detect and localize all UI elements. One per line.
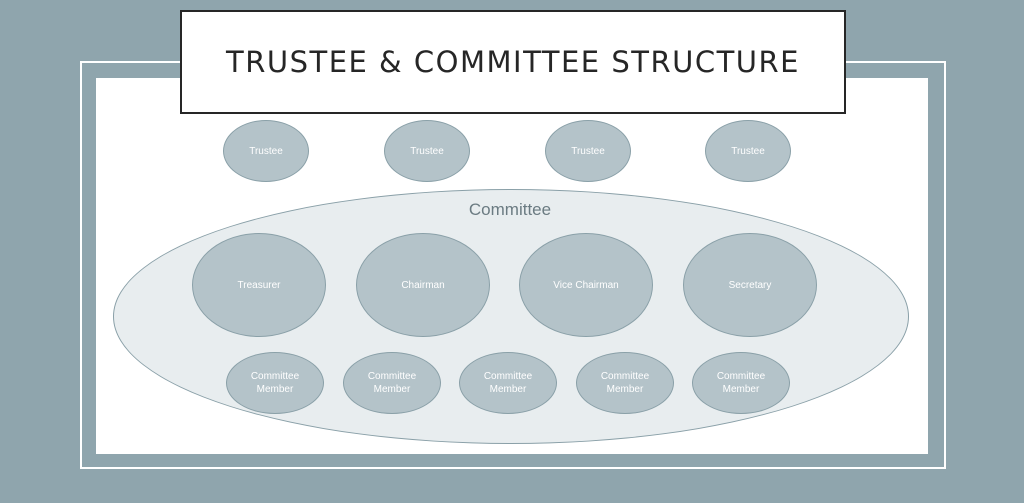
title-box: TRUSTEE & COMMITTEE STRUCTURE — [180, 10, 846, 114]
trustee-label: Trustee — [571, 145, 605, 157]
member-node-5: Committee Member — [692, 352, 790, 414]
member-label-line1: Committee — [483, 371, 533, 382]
officer-label: Secretary — [728, 279, 772, 291]
trustee-node-3: Trustee — [545, 120, 631, 182]
trustee-node-1: Trustee — [223, 120, 309, 182]
member-label-line1: Committee — [250, 371, 300, 382]
trustee-node-4: Trustee — [705, 120, 791, 182]
member-label: Committee Member — [601, 370, 649, 396]
member-label-line2: Member — [489, 384, 527, 395]
member-node-4: Committee Member — [576, 352, 674, 414]
member-label-line1: Committee — [367, 371, 417, 382]
committee-label: Committee — [468, 200, 552, 219]
member-label-line2: Member — [606, 384, 644, 395]
officer-label: Chairman — [401, 279, 445, 291]
page-title: TRUSTEE & COMMITTEE STRUCTURE — [225, 45, 801, 79]
officer-node-secretary: Secretary — [683, 233, 817, 337]
officer-node-treasurer: Treasurer — [192, 233, 326, 337]
officer-label: Vice Chairman — [553, 279, 619, 291]
member-node-2: Committee Member — [343, 352, 441, 414]
trustee-label: Trustee — [731, 145, 765, 157]
trustee-node-2: Trustee — [384, 120, 470, 182]
member-node-3: Committee Member — [459, 352, 557, 414]
member-label: Committee Member — [251, 370, 299, 396]
officer-node-vice-chairman: Vice Chairman — [519, 233, 653, 337]
member-label: Committee Member — [717, 370, 765, 396]
member-label-line1: Committee — [600, 371, 650, 382]
member-label-line2: Member — [256, 384, 294, 395]
member-label: Committee Member — [484, 370, 532, 396]
member-label-line2: Member — [373, 384, 411, 395]
member-label-line2: Member — [722, 384, 760, 395]
officer-node-chairman: Chairman — [356, 233, 490, 337]
member-label-line1: Committee — [716, 371, 766, 382]
member-label: Committee Member — [368, 370, 416, 396]
member-node-1: Committee Member — [226, 352, 324, 414]
trustee-label: Trustee — [249, 145, 283, 157]
officer-label: Treasurer — [237, 279, 281, 291]
trustee-label: Trustee — [410, 145, 444, 157]
